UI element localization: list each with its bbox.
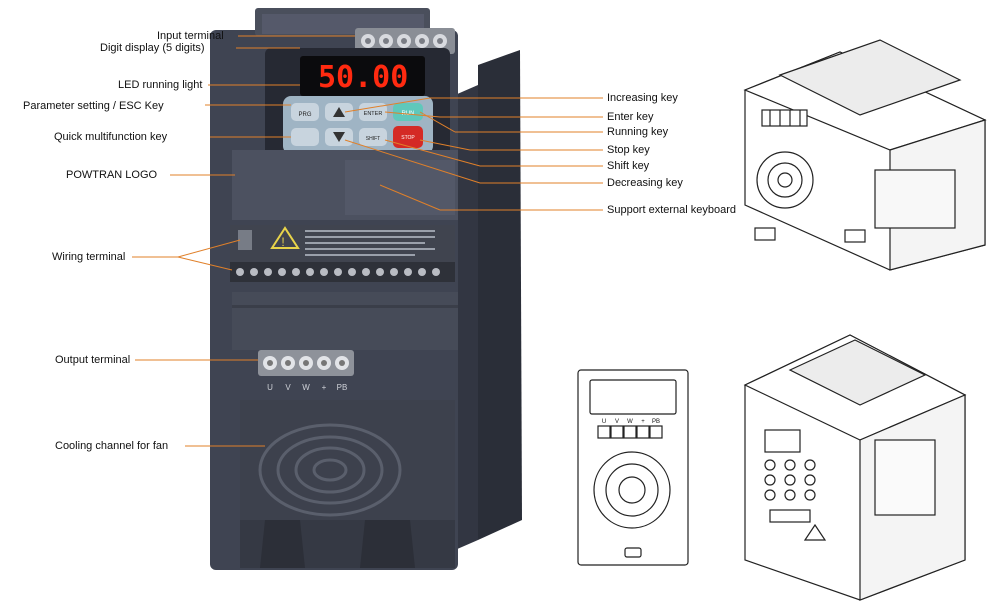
label-decreasing-key: Decreasing key: [607, 177, 683, 189]
label-parameter-esc-key: Parameter setting / ESC Key: [23, 100, 164, 112]
stop-key[interactable]: [393, 126, 423, 148]
input-terminal: [355, 28, 455, 54]
label-wiring-terminal: Wiring terminal: [52, 251, 126, 263]
quick-multifunction-key[interactable]: [291, 128, 319, 146]
svg-text:PB: PB: [652, 419, 660, 425]
svg-text:PRG: PRG: [298, 112, 311, 118]
label-cooling-channel: Cooling channel for fan: [55, 440, 169, 452]
label-input-terminal: Input terminal: [157, 30, 224, 42]
down-arrow-icon: [333, 132, 345, 142]
leader-lines: [132, 35, 603, 447]
prg-key[interactable]: [291, 103, 319, 121]
svg-text:!: !: [281, 235, 284, 249]
svg-text:V: V: [615, 419, 619, 425]
warning-icon: [270, 226, 300, 249]
svg-text:W: W: [302, 383, 310, 392]
svg-text:STOP: STOP: [401, 135, 415, 141]
svg-text:+: +: [641, 419, 645, 425]
label-running-key: Running key: [607, 126, 669, 138]
svg-text:PB: PB: [337, 383, 348, 392]
label-shift-key: Shift key: [607, 160, 650, 172]
svg-text:U: U: [602, 419, 606, 425]
iso-drawing-bottom: [743, 334, 967, 601]
label-stop-key: Stop key: [607, 144, 650, 156]
label-quick-multifunction-key: Quick multifunction key: [54, 131, 168, 143]
iso-drawing-top: [743, 39, 987, 271]
label-output-terminal: Output terminal: [55, 354, 131, 366]
label-digit-display: Digit display (5 digits): [100, 42, 205, 54]
label-powtran-logo: POWTRAN LOGO: [66, 169, 158, 181]
enter-key[interactable]: [359, 103, 387, 121]
inverter-photo: 50.00 PRG ENTER RUN SHIFT STOP !: [210, 8, 522, 570]
up-arrow-icon: [333, 107, 345, 117]
run-key[interactable]: [393, 103, 423, 121]
svg-text:ENTER: ENTER: [364, 111, 383, 117]
svg-text:SHIFT: SHIFT: [366, 136, 380, 142]
label-led-running-light: LED running light: [118, 79, 203, 91]
label-enter-key: Enter key: [607, 111, 654, 123]
label-increasing-key: Increasing key: [607, 92, 678, 104]
digit-display: 50.00: [318, 60, 408, 95]
svg-text:U: U: [267, 383, 273, 392]
svg-text:W: W: [627, 419, 633, 425]
front-drawing: U V W + PB: [577, 369, 689, 566]
shift-key[interactable]: [359, 128, 387, 146]
wiring-terminal: [230, 262, 455, 282]
svg-text:+: +: [322, 383, 327, 392]
fan-grille: [258, 423, 402, 517]
output-terminal: U V W + PB: [258, 350, 354, 392]
svg-text:V: V: [285, 383, 291, 392]
label-support-external-keyboard: Support external keyboard: [607, 204, 737, 216]
